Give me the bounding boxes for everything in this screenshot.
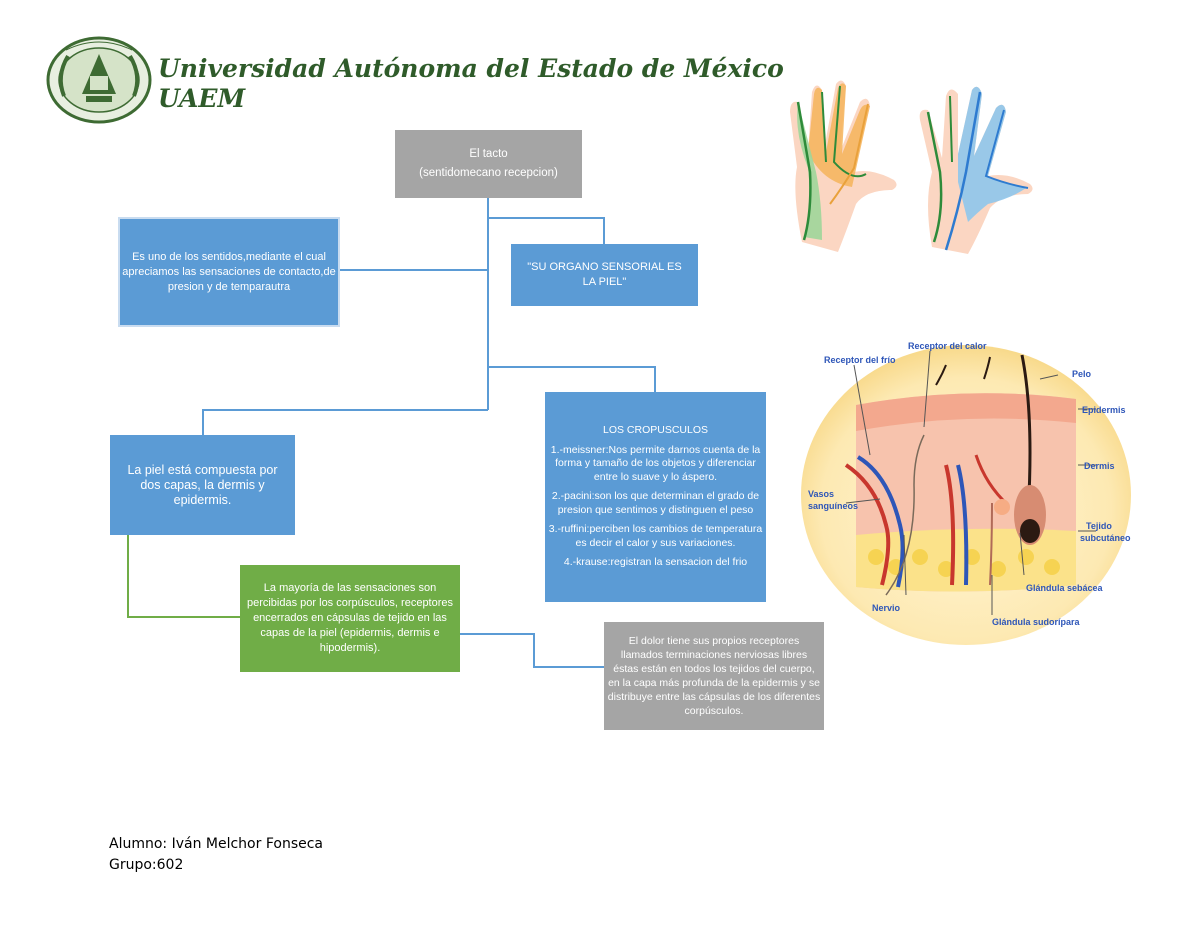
- definition-text: Es uno de los sentidos,mediante el cual …: [122, 250, 336, 293]
- label-cold-receptor: Receptor del frío: [824, 355, 896, 365]
- label-vessels-1: Vasos: [808, 489, 834, 499]
- connector-root-layers: [202, 409, 488, 435]
- pain-node: El dolor tiene sus propios receptores ll…: [604, 622, 824, 730]
- root-node-title: El tacto: [469, 148, 508, 160]
- layers-text: La piel está compuesta por dos capas, la…: [127, 462, 278, 507]
- corpuscle-pacini: 2.-pacini:son los que determinan el grad…: [551, 490, 760, 516]
- root-node: El tacto (sentidomecano recepcion): [395, 130, 582, 198]
- root-node-subtitle: (sentidomecano recepcion): [419, 167, 558, 179]
- label-sweat-gland: Glándula sudorípara: [992, 617, 1081, 627]
- student-group: Grupo:602: [109, 857, 184, 873]
- connector-root-organ: [488, 217, 605, 244]
- connector-layers-sensations: [127, 535, 240, 618]
- skin-diagram: Receptor del frío Receptor del calor Pel…: [796, 335, 1136, 645]
- student-name: Alumno: Iván Melchor Fonseca: [109, 836, 323, 852]
- sensations-node: La mayoría de las sensaciones son percib…: [240, 565, 460, 672]
- label-epidermis: Epidermis: [1082, 405, 1126, 415]
- label-nerve: Nervio: [872, 603, 901, 613]
- hands-illustration: [782, 72, 1048, 262]
- connector-sensations-pain: [460, 633, 604, 668]
- label-dermis: Dermis: [1084, 461, 1115, 471]
- label-heat-receptor: Receptor del calor: [908, 341, 987, 351]
- corpuscle-krause: 4.-krause:registran la sensacion del fri…: [563, 556, 748, 569]
- university-name: Universidad Autónoma del Estado de Méxic…: [158, 54, 784, 83]
- organ-node: "SU ORGANO SENSORIAL ES LA PIEL": [511, 244, 698, 306]
- corpuscle-meissner: 1.-meissner:Nos permite darnos cuenta de…: [550, 443, 761, 483]
- label-sebaceous: Glándula sebácea: [1026, 583, 1104, 593]
- pain-text: El dolor tiene sus propios receptores ll…: [607, 635, 821, 717]
- label-vessels-2: sanguíneos: [808, 501, 858, 511]
- corpuscles-title: LOS CROPUSCULOS: [602, 424, 709, 437]
- university-seal: [46, 36, 152, 124]
- connector-root-corpuscles: [488, 366, 656, 392]
- label-tissue-1: Tejido: [1086, 521, 1112, 531]
- sensations-text: La mayoría de las sensaciones son percib…: [246, 582, 454, 654]
- corpuscle-ruffini: 3.-ruffini:perciben los cambios de tempe…: [548, 523, 763, 549]
- label-tissue-2: subcutáneo: [1080, 533, 1131, 543]
- university-acronym: UAEM: [158, 84, 246, 113]
- organ-text: "SU ORGANO SENSORIAL ES LA PIEL": [527, 261, 682, 288]
- label-hair: Pelo: [1072, 369, 1092, 379]
- definition-node: Es uno de los sentidos,mediante el cual …: [118, 217, 340, 327]
- layers-node: La piel está compuesta por dos capas, la…: [110, 435, 295, 535]
- corpuscles-node: LOS CROPUSCULOS 1.-meissner:Nos permite …: [545, 392, 766, 602]
